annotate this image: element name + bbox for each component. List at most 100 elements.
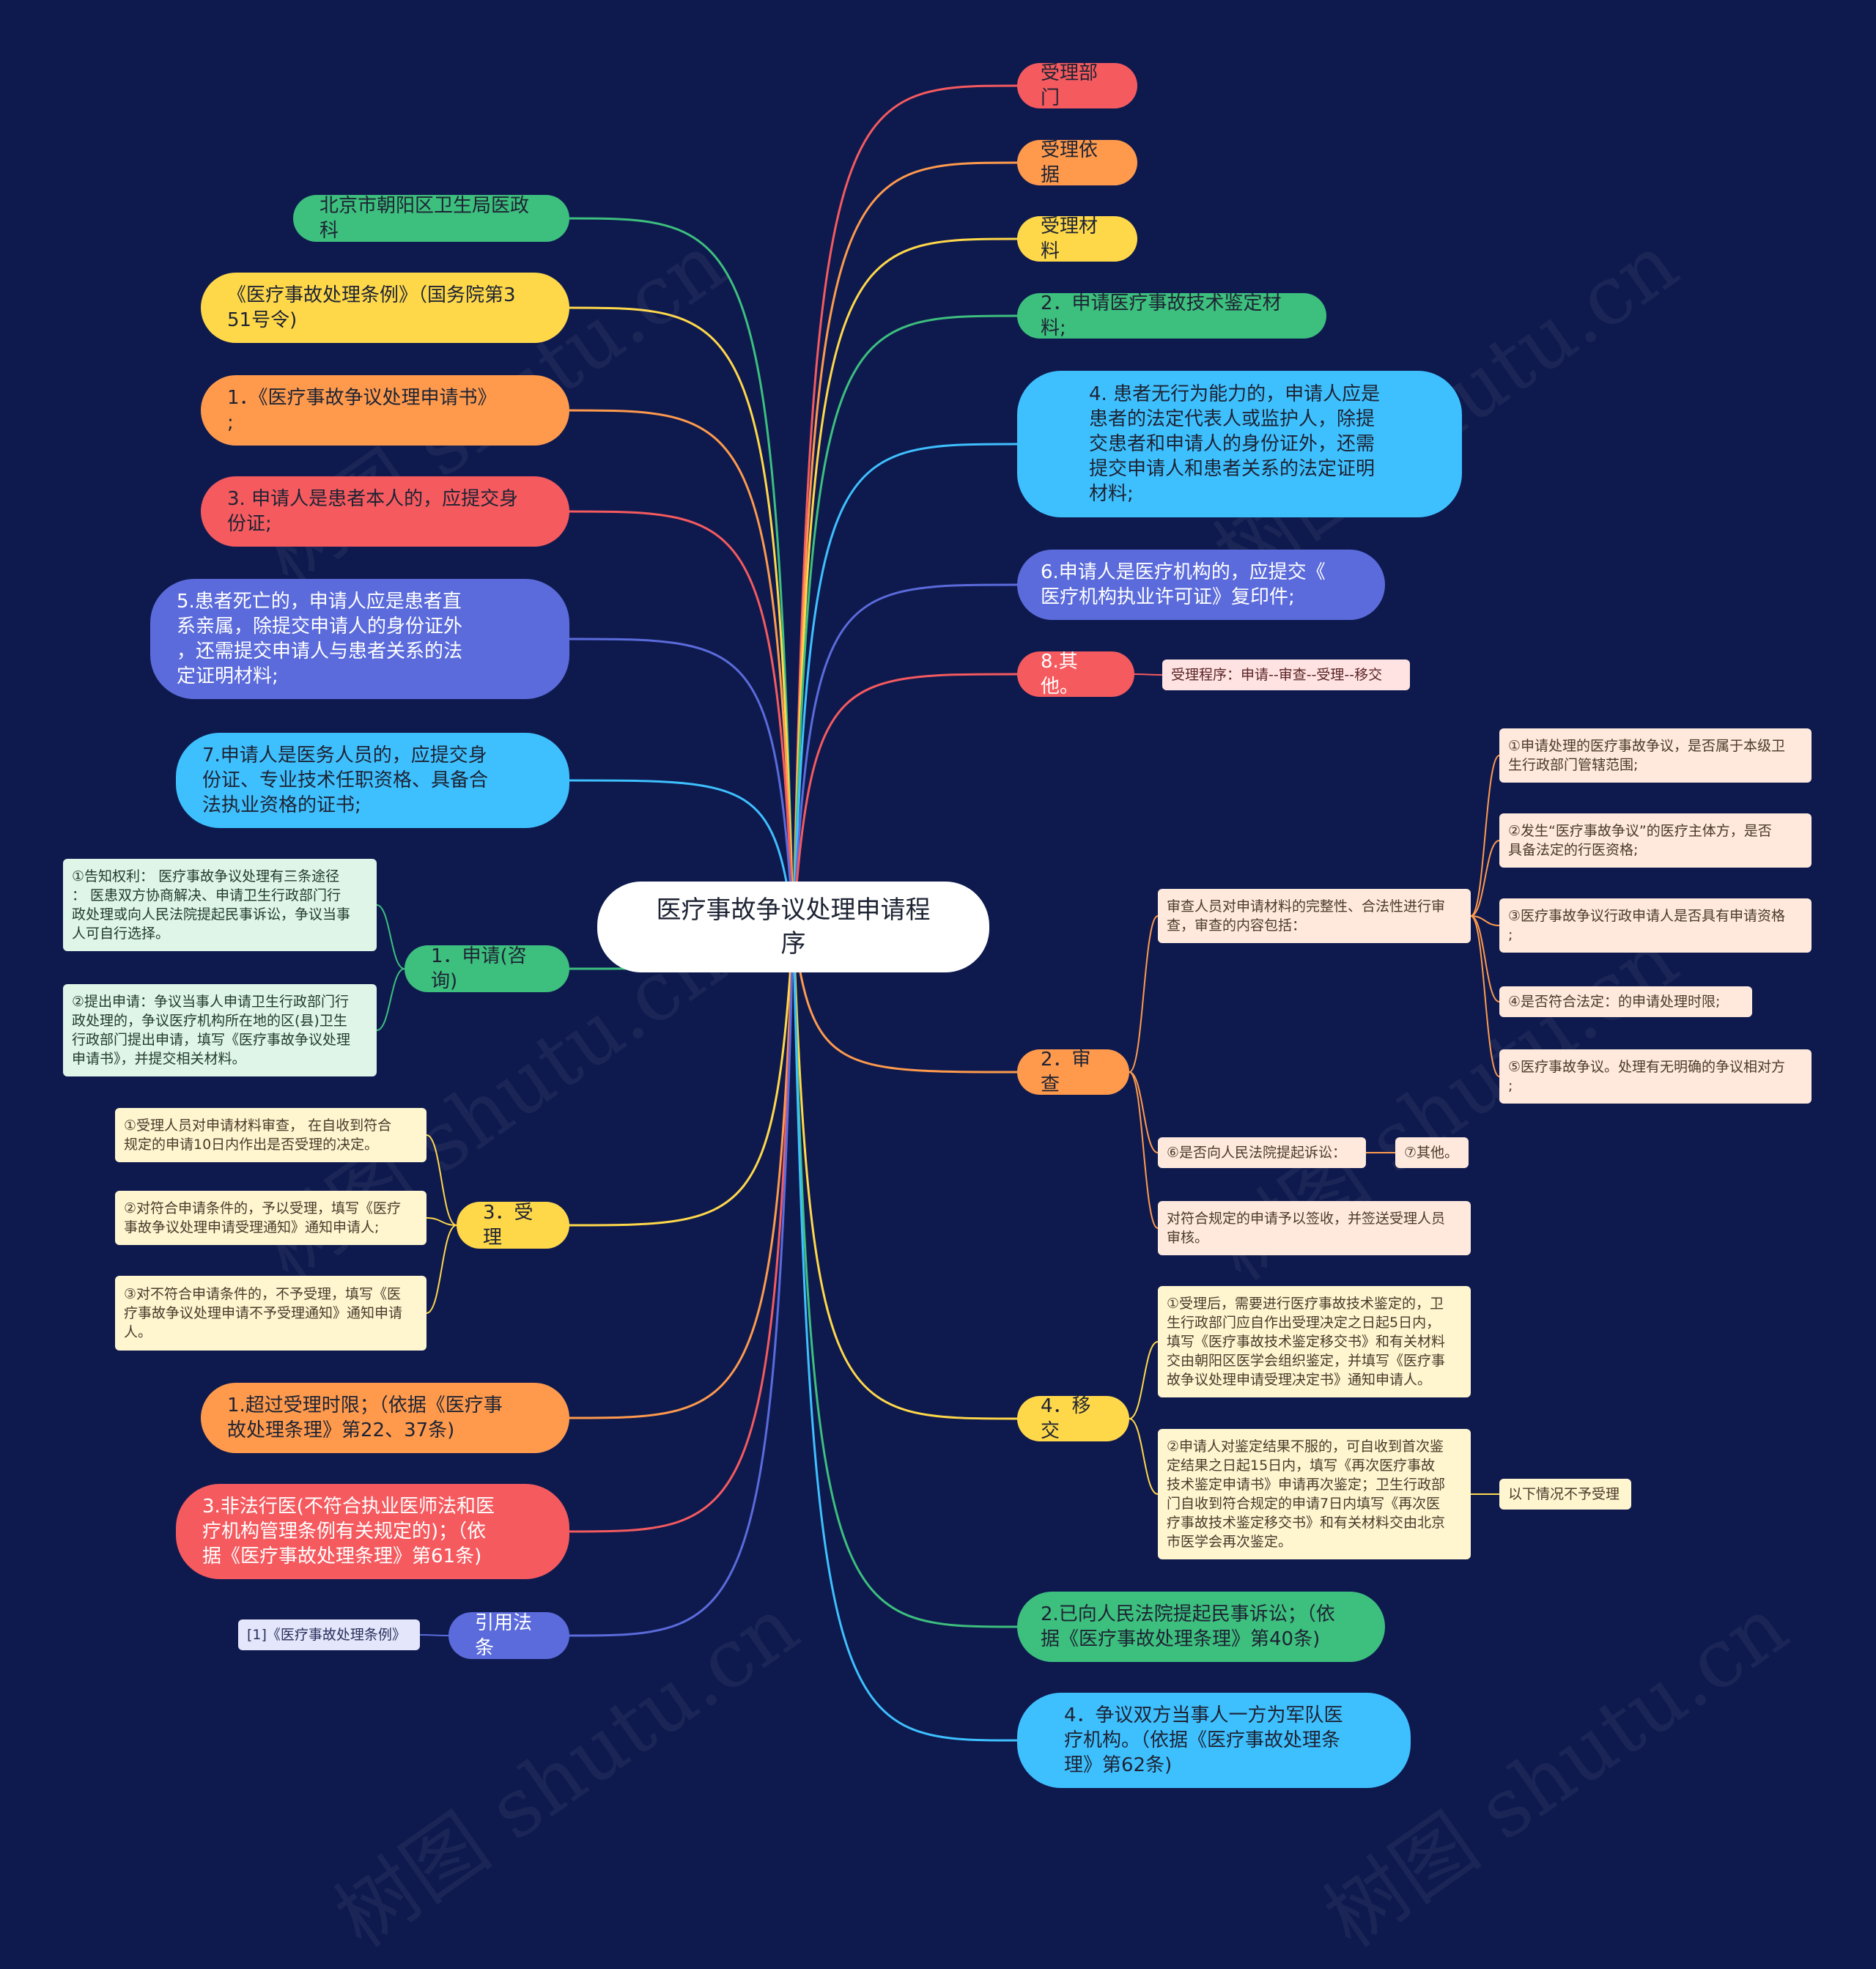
branch-patient-deceased[interactable]: 5.患者死亡的，申请人应是患者直 系亲属，除提交申请人的身份证外 ，还需提交申请… (150, 579, 569, 699)
connector-line (419, 1634, 449, 1636)
connector-line (426, 1134, 457, 1226)
branch-accepting-materials[interactable]: 受理材料 (1017, 215, 1137, 262)
connector-line (568, 926, 794, 1533)
detail-text: 对符合规定的申请予以签收，并签送受理人员 审核。 (1167, 1211, 1446, 1246)
branch-patient-id[interactable]: 3. 申请人是患者本人的，应提交身 份证; (201, 476, 569, 547)
connector-line (568, 409, 794, 928)
detail-text: ②发生“医疗事故争议”的医疗主体方，是否 具备法定的行医资格; (1508, 823, 1772, 858)
connector-line (1129, 915, 1159, 1073)
branch-other[interactable]: 8.其他。 (1017, 651, 1134, 698)
detail-text: ③医疗事故争议行政申请人是否具有申请资格 ; (1508, 908, 1786, 943)
branch-label: 4．争议双方当事人一方为军队医 疗机构。（依据《医疗事故处理条 理》第62条) (1064, 1704, 1343, 1776)
connector-line (568, 217, 794, 928)
branch-timeout[interactable]: 1.超过受理时限；（依据《医疗事 故处理条理》第22、37条) (201, 1383, 569, 1453)
review-item-other[interactable]: ⑦其他。 (1395, 1137, 1469, 1168)
not-accepted-conditions[interactable]: 以下情况不予受理 (1499, 1479, 1631, 1510)
branch-medical-institution[interactable]: 6.申请人是医疗机构的，应提交《 医疗机构执业许可证》复印件; (1017, 550, 1385, 620)
branch-civil-lawsuit[interactable]: 2.已向人民法院提起民事诉讼；（依 据《医疗事故处理条理》第40条) (1017, 1592, 1385, 1662)
branch-apply-consult[interactable]: 1．申请(咨询) (405, 945, 569, 992)
root-topic[interactable]: 医疗事故争议处理申请程 序 (597, 882, 989, 972)
detail-text: ③对不符合申请条件的，不予受理，填写《医 疗事故争议处理申请不予受理通知》通知申… (124, 1286, 403, 1340)
branch-label: 1．申请(咨询) (431, 945, 527, 992)
apply-detail-inform-rights[interactable]: ①告知权利： 医疗事故争议处理有三条途径 ： 医患双方协商解决、申请卫生行政部门… (63, 859, 377, 951)
connector-line (1470, 915, 1500, 926)
branch-label: 6.申请人是医疗机构的，应提交《 医疗机构执业许可证》复印件; (1041, 561, 1326, 608)
connector-lines (376, 84, 1500, 1742)
connector-line (792, 926, 1019, 1420)
branch-cited-law[interactable]: 引用法条 (448, 1612, 569, 1659)
connector-line (1470, 840, 1500, 917)
branch-label: 5.患者死亡的，申请人应是患者直 系亲属，除提交申请人的身份证外 ，还需提交申请… (177, 591, 463, 687)
branch-label: 受理依据 (1041, 139, 1098, 186)
review-detail-sign-off[interactable]: 对符合规定的申请予以签收，并签送受理人员 审核。 (1158, 1201, 1471, 1255)
detail-text: ⑥是否向人民法院提起诉讼： (1167, 1145, 1347, 1161)
connector-line (1470, 915, 1500, 1077)
cited-law-reference[interactable]: [1]《医疗事故处理条例》 (238, 1619, 420, 1650)
branch-label: 受理材料 (1041, 215, 1098, 262)
branch-application-form[interactable]: 1．《医疗事故争议处理申请书》 ; (201, 375, 569, 446)
connector-line (1129, 1418, 1159, 1495)
review-item-jurisdiction[interactable]: ①申请处理的医疗事故争议，是否属于本级卫 生行政部门管辖范围; (1499, 728, 1812, 783)
branch-transfer[interactable]: 4．移交 (1017, 1395, 1129, 1442)
detail-text: ①告知权利： 医疗事故争议处理有三条途径 ： 医患双方协商解决、申请卫生行政部门… (72, 868, 351, 942)
branch-technical-appraisal-materials[interactable]: 2．申请医疗事故技术鉴定材料; (1017, 292, 1326, 339)
detail-text: ②对符合申请条件的，予以受理，填写《医疗 事故争议处理申请受理通知》通知申请人; (124, 1200, 402, 1235)
review-item-time-limit[interactable]: ④是否符合法定：的申请处理时限; (1499, 986, 1752, 1017)
detail-text: ④是否符合法定：的申请处理时限; (1508, 994, 1721, 1010)
transfer-detail-reappraisal[interactable]: ②申请人对鉴定结果不服的，可自收到首次鉴 定结果之日起15日内，填写《再次医疗事… (1158, 1429, 1471, 1559)
branch-label: 《医疗事故处理条例》（国务院第3 51号令) (227, 284, 516, 331)
root-topic-label: 医疗事故争议处理申请程 序 (656, 895, 931, 958)
connector-line (1129, 1071, 1159, 1229)
branch-accepting-basis[interactable]: 受理依据 (1017, 139, 1137, 186)
procedure-summary[interactable]: 受理程序：申请--审查--受理--移交 (1162, 660, 1410, 690)
detail-text: ②申请人对鉴定结果不服的，可自收到首次鉴 定结果之日起15日内，填写《再次医疗事… (1167, 1438, 1446, 1550)
connector-line (792, 237, 1019, 928)
connector-line (792, 926, 1019, 1628)
connector-line (568, 926, 794, 1227)
connector-line (792, 926, 1019, 1074)
review-item-qualification[interactable]: ②发生“医疗事故争议”的医疗主体方，是否 具备法定的行医资格; (1499, 813, 1812, 868)
connector-line (376, 904, 405, 969)
branch-label: 7.申请人是医务人员的，应提交身 份证、专业技术任职资格、具备合 法执业资格的证… (202, 745, 489, 816)
accept-detail-rejected[interactable]: ③对不符合申请条件的，不予受理，填写《医 疗事故争议处理申请不予受理通知》通知申… (115, 1276, 426, 1351)
review-item-applicant-eligibility[interactable]: ③医疗事故争议行政申请人是否具有申请资格 ; (1499, 898, 1812, 953)
branch-regulation-351[interactable]: 《医疗事故处理条例》（国务院第3 51号令) (201, 273, 569, 343)
branch-label: 3．受理 (483, 1202, 533, 1249)
connector-line (568, 510, 794, 928)
branch-incapacitated-patient[interactable]: 4. 患者无行为能力的，申请人应是 患者的法定代表人或监护人，除提 交患者和申请… (1017, 371, 1462, 517)
connector-line (792, 926, 1019, 1742)
review-item-counterparty[interactable]: ⑤医疗事故争议。处理有无明确的争议相对方 ; (1499, 1049, 1812, 1104)
branch-label: 8.其他。 (1041, 651, 1079, 698)
branch-illegal-practice[interactable]: 3.非法行医(不符合执业医师法和医 疗机构管理条例有关规定的)；（依 据《医疗事… (176, 1484, 569, 1579)
detail-text: ②提出申请：争议当事人申请卫生行政部门行 政处理的，争议医疗机构所在地的区(县)… (72, 994, 351, 1067)
branch-military-institution[interactable]: 4．争议双方当事人一方为军队医 疗机构。（依据《医疗事故处理条 理》第62条) (1017, 1693, 1411, 1788)
branch-accept[interactable]: 3．受理 (457, 1202, 569, 1249)
connector-line (426, 1224, 457, 1314)
connector-line (792, 673, 1019, 928)
connector-line (568, 926, 794, 1637)
branch-label: 北京市朝阳区卫生局医政科 (320, 195, 530, 242)
branch-label: 2．申请医疗事故技术鉴定材料; (1041, 292, 1282, 339)
branch-medical-staff[interactable]: 7.申请人是医务人员的，应提交身 份证、专业技术任职资格、具备合 法执业资格的证… (176, 733, 569, 828)
branch-review[interactable]: 2．审查 (1017, 1049, 1129, 1096)
detail-text: ①受理后，需要进行医疗事故技术鉴定的，卫 生行政部门应自作出受理决定之日起5日内… (1167, 1296, 1446, 1388)
connector-line (792, 583, 1019, 928)
connector-line (1129, 1341, 1159, 1419)
review-detail-lawsuit[interactable]: ⑥是否向人民法院提起诉讼： (1158, 1137, 1366, 1168)
branch-beijing-chaoyang-office[interactable]: 北京市朝阳区卫生局医政科 (293, 195, 569, 242)
detail-text: 审查人员对申请材料的完整性、合法性进行审 查，审查的内容包括： (1167, 898, 1446, 934)
connector-line (376, 968, 405, 1031)
connector-line (792, 443, 1019, 928)
transfer-detail-appraisal[interactable]: ①受理后，需要进行医疗事故技术鉴定的，卫 生行政部门应自作出受理决定之日起5日内… (1158, 1286, 1471, 1397)
apply-detail-submit[interactable]: ②提出申请：争议当事人申请卫生行政部门行 政处理的，争议医疗机构所在地的区(县)… (63, 984, 377, 1076)
branch-label: 受理部门 (1041, 62, 1098, 109)
detail-text: ⑦其他。 (1404, 1145, 1459, 1161)
review-detail-completeness[interactable]: 审查人员对申请材料的完整性、合法性进行审 查，审查的内容包括： (1158, 889, 1471, 943)
branch-accepting-department[interactable]: 受理部门 (1017, 62, 1137, 109)
accept-detail-review[interactable]: ①受理人员对申请材料审查， 在自收到符合 规定的申请10日内作出是否受理的决定。 (115, 1108, 426, 1162)
accept-detail-accepted[interactable]: ②对符合申请条件的，予以受理，填写《医疗 事故争议处理申请受理通知》通知申请人; (115, 1191, 426, 1245)
connector-line (568, 306, 794, 928)
detail-text: 受理程序：申请--审查--受理--移交 (1171, 667, 1383, 683)
connector-line (792, 314, 1019, 928)
detail-text: ⑤医疗事故争议。处理有无明确的争议相对方 ; (1508, 1059, 1786, 1094)
